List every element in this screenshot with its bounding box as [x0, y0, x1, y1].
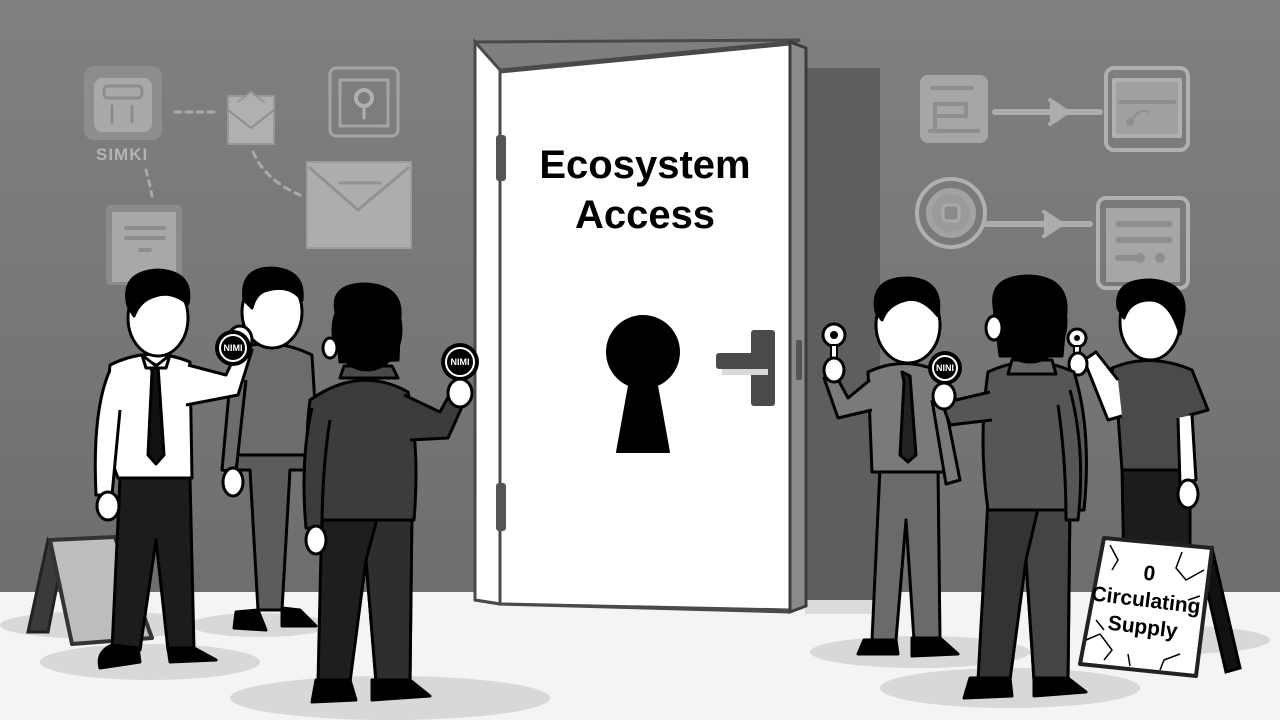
person-man-in-jacket-back-left — [302, 282, 468, 704]
keyhole-icon — [606, 315, 680, 453]
arrow-right-icon — [992, 98, 1103, 126]
sign-label: 0 Circulating Supply — [1082, 553, 1211, 648]
toolbox-icon-label: SIMKI — [96, 145, 149, 164]
door — [473, 38, 808, 615]
door-label-line1: Ecosystem — [539, 143, 751, 187]
coin-token-icon — [441, 343, 479, 409]
coin-token-icon — [215, 330, 251, 366]
key-icon — [821, 322, 847, 384]
p-logo-icon — [920, 75, 988, 143]
door-label: Ecosystem Access — [500, 140, 790, 240]
crack-lines — [1085, 544, 1205, 671]
target-icon — [915, 177, 987, 249]
location-pin-icon — [328, 66, 400, 138]
person-man-in-shirt-and-tie-right — [822, 276, 962, 658]
form-card-icon — [1096, 196, 1190, 290]
door-label-line2: Access — [574, 193, 716, 237]
person-man-in-jacket-back-right — [936, 274, 1088, 700]
toolbox-icon — [84, 66, 162, 140]
coin-label: NIMI — [223, 343, 243, 353]
circulating-supply-sign — [1078, 536, 1242, 678]
coin-label: NIMI — [450, 357, 470, 367]
door-handle[interactable] — [716, 330, 775, 406]
hinge-bottom — [496, 483, 506, 531]
coin-label: NINI — [936, 363, 954, 373]
person-man-in-tshirt — [1082, 278, 1210, 577]
wall-icons-left — [84, 66, 412, 285]
coin-token-icon — [928, 351, 962, 411]
arrow-right-icon — [983, 210, 1093, 238]
envelope-large-icon — [306, 161, 412, 249]
person-man-in-sweater — [220, 266, 320, 632]
browser-window-icon — [1104, 66, 1190, 152]
envelope-small-icon — [227, 91, 275, 145]
key-icon — [1066, 327, 1089, 377]
wall-icons-right — [915, 66, 1190, 290]
doorway — [805, 68, 885, 614]
hinge-top — [496, 135, 506, 181]
